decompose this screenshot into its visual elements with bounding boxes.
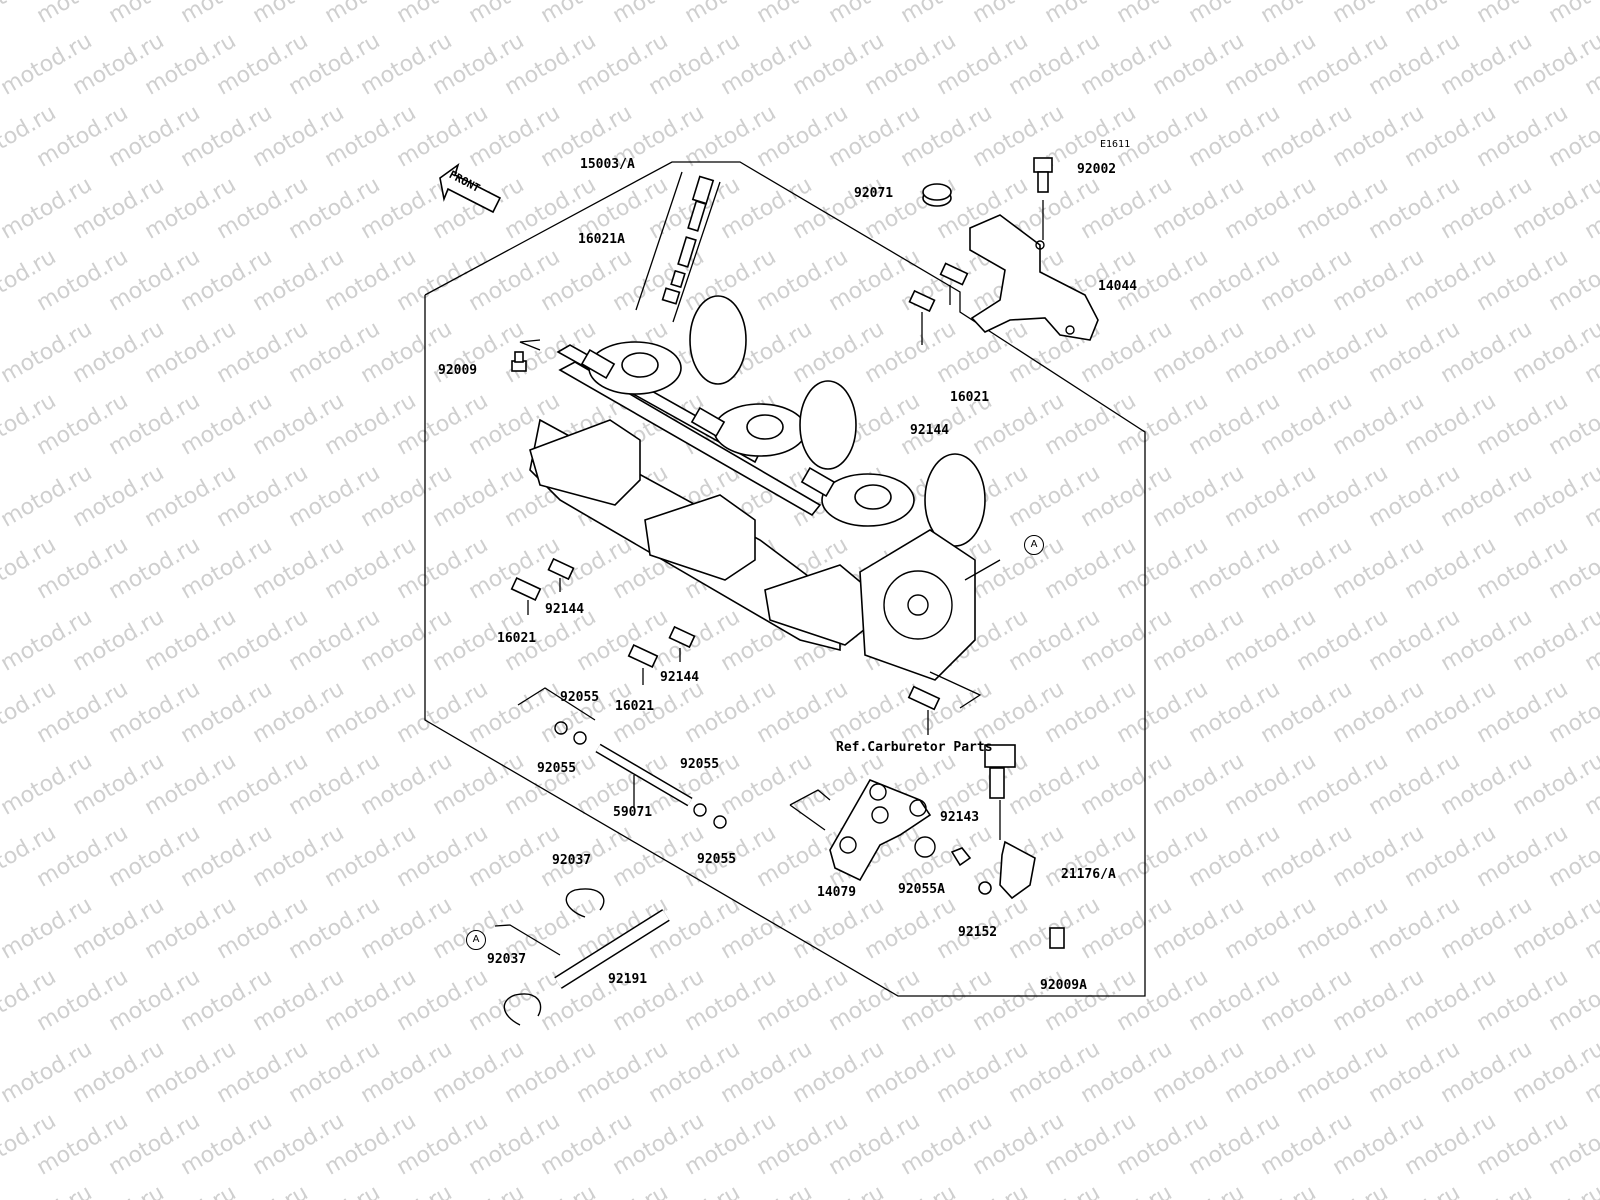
pipe-59071	[554, 721, 727, 829]
plug-assembly-top	[635, 171, 721, 323]
callout-a-circle-right: A	[1024, 535, 1044, 555]
bolt-bottom	[907, 685, 941, 735]
callout-92055-a: 92055	[560, 690, 600, 705]
assembly-frame	[424, 161, 1146, 997]
diagram-code: E1611	[1100, 139, 1131, 150]
callout-21176a: 21176/A	[1061, 867, 1116, 882]
callout-a-circle-bottom: A	[466, 930, 486, 950]
callout-16021-mid: 16021	[615, 699, 655, 714]
callout-92191: 92191	[608, 972, 648, 987]
callout-92144-left: 92144	[545, 602, 585, 617]
screw-spring-mid	[627, 625, 696, 685]
callout-14079: 14079	[817, 885, 857, 900]
callout-59071: 59071	[613, 805, 653, 820]
callout-92055-b: 92055	[537, 761, 577, 776]
plate-14079	[789, 778, 936, 882]
leader-group-right	[929, 671, 982, 709]
callout-92009a: 92009A	[1040, 978, 1087, 993]
callout-92144-mid: 92144	[660, 670, 700, 685]
leader-group-left	[519, 339, 541, 351]
callout-92055-c: 92055	[680, 757, 720, 772]
callout-16021a: 16021A	[578, 232, 625, 247]
grommet-92071	[922, 183, 952, 207]
callout-92143: 92143	[940, 810, 980, 825]
callout-92037-top: 92037	[552, 853, 592, 868]
callout-92037-bottom: 92037	[487, 952, 527, 967]
callout-92002: 92002	[1077, 162, 1117, 177]
screw-92009	[511, 351, 527, 372]
carburetor-assembly	[529, 295, 1001, 681]
callout-92055-d: 92055	[697, 852, 737, 867]
lever-21176a	[950, 744, 1065, 949]
callout-92144-right: 92144	[910, 423, 950, 438]
screw-spring-right	[908, 262, 969, 345]
ref-carburetor-parts-label: Ref.Carburetor Parts	[836, 740, 993, 755]
callout-14044: 14044	[1098, 279, 1138, 294]
callout-16021-left: 16021	[497, 631, 537, 646]
leader-group-mid	[517, 687, 596, 721]
callout-92152: 92152	[958, 925, 998, 940]
callout-92071: 92071	[854, 186, 894, 201]
hose-92191	[494, 888, 670, 1026]
callout-16021-right: 16021	[950, 390, 990, 405]
callout-92009-top: 92009	[438, 363, 478, 378]
screw-spring-left	[510, 557, 575, 615]
callout-92055a: 92055A	[898, 882, 945, 897]
front-arrow-icon	[439, 162, 502, 214]
bolt-92002	[1033, 157, 1053, 240]
callout-15003a: 15003/A	[580, 157, 635, 172]
bracket-14044	[969, 214, 1099, 341]
